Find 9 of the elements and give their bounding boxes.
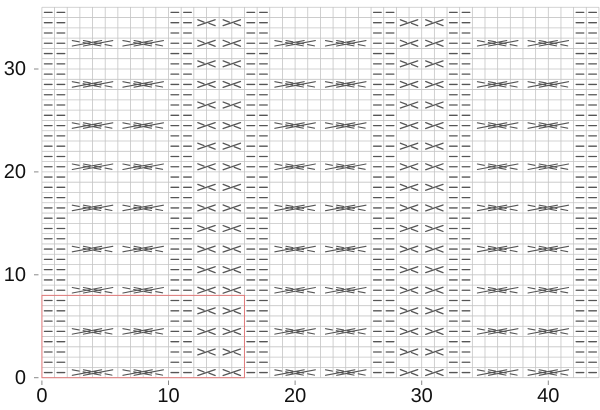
axis-tick-label: 40 (537, 386, 560, 406)
axis-tick-label: 30 (4, 59, 26, 79)
axis-tick-label: 30 (410, 386, 433, 406)
axis-tick-label: 10 (4, 264, 26, 285)
axis-tick-label: 0 (14, 368, 26, 388)
axis-tick-label: 10 (157, 386, 180, 406)
axis-tick-label: 20 (4, 162, 26, 182)
axis-tick-label: 20 (284, 386, 306, 406)
axis-tick-label: 0 (36, 386, 48, 406)
